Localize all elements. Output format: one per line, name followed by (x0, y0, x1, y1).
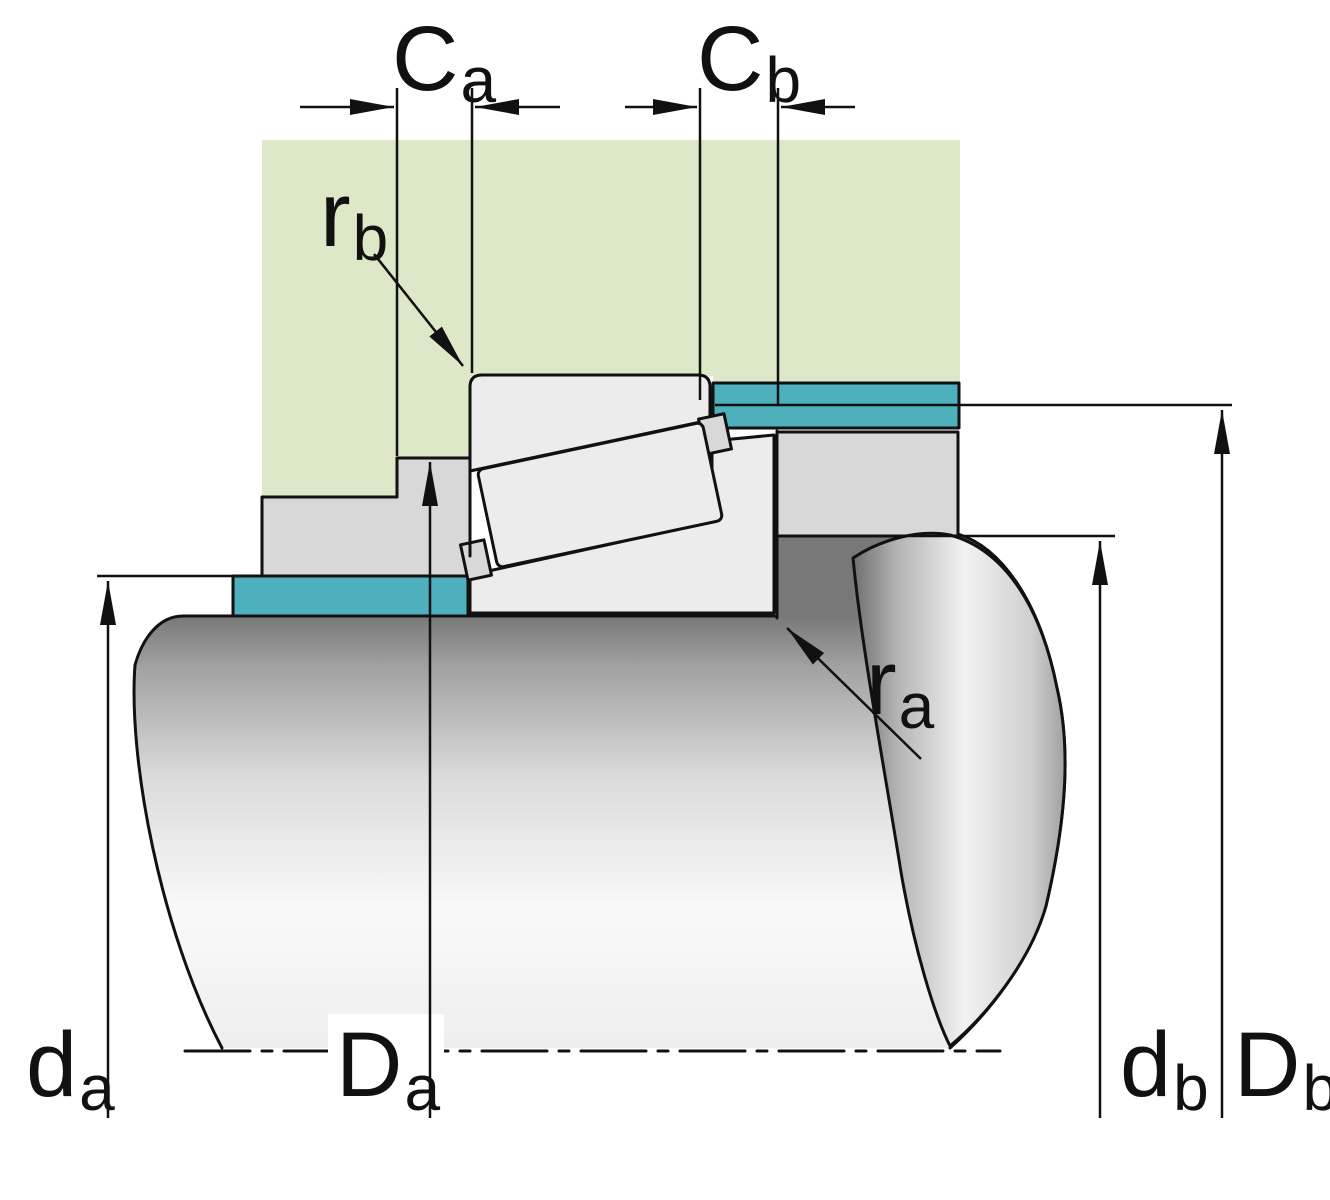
label-d-a: da (26, 1014, 115, 1124)
label-r-b: rb (320, 164, 388, 274)
leader-rb (373, 253, 464, 367)
label-c-b: Cb (697, 8, 801, 116)
label-r-a: ra (866, 632, 935, 742)
housing-cross-section (262, 140, 960, 497)
label-cap-d-a: Da (336, 1014, 440, 1124)
shaft-body (134, 432, 1066, 1048)
shaft-fillet-surface (851, 531, 1067, 1048)
label-backing (328, 1014, 444, 1110)
label-d-b: db (1120, 1014, 1209, 1124)
shaft-abutment-sleeve (231, 574, 470, 618)
shaft-outline-left (132, 614, 779, 1050)
label-c-a: Ca (392, 8, 496, 116)
bearing-outer-ring (468, 373, 712, 473)
label-cap-d-b: Db (1234, 1014, 1330, 1124)
bearing-roller (476, 421, 724, 569)
bearing-cage-bottom (459, 538, 493, 582)
leader-ra (786, 627, 922, 760)
shaft-shoulder (775, 430, 960, 538)
